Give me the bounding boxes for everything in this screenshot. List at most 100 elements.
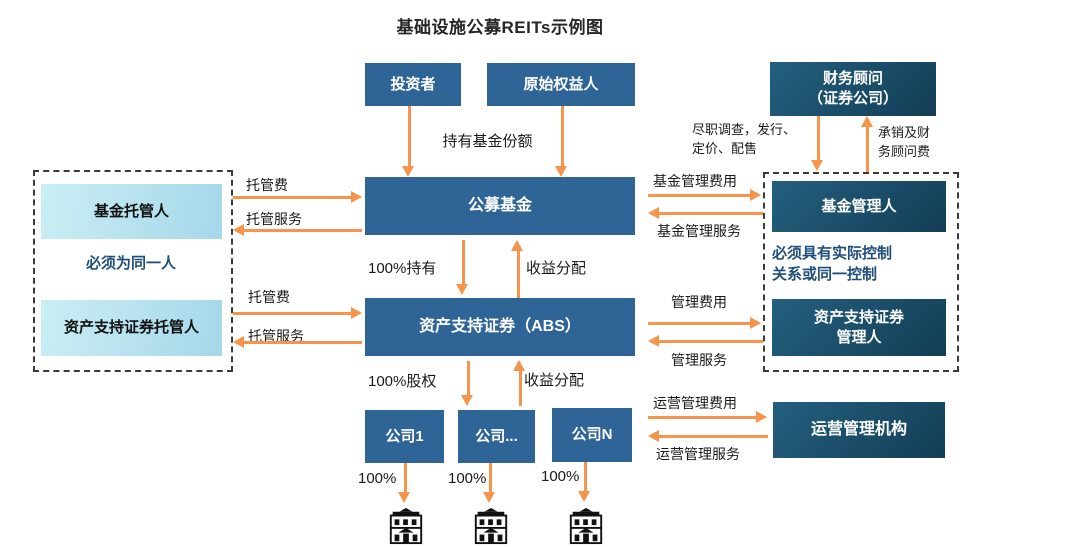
node-company-n: 公司N: [552, 408, 632, 462]
label-income-distribution-upper: 收益分配: [526, 260, 587, 277]
arrow-line-custody-fee-upper: [233, 196, 353, 199]
arrowhead-fund-mgmt-fee: [750, 189, 761, 201]
arrow-line-investor-to-fund: [408, 106, 411, 168]
node-financial-advisor-line2: （证券公司）: [807, 90, 898, 107]
label-hold-100pct: 100%持有: [368, 260, 437, 277]
building-icon: [569, 507, 603, 545]
arrowhead-fund-mgmt-service: [648, 207, 659, 219]
node-original-holder-label: 原始权益人: [523, 75, 599, 93]
arrow-line-ops-mgmt-service: [659, 435, 768, 438]
arrow-line-fund-holds-abs: [462, 240, 465, 286]
node-company-ellipsis-label: 公司...: [475, 427, 518, 445]
arrowhead-ops-mgmt-service: [648, 430, 659, 442]
label-hold-fund-shares: 持有基金份额: [442, 133, 533, 150]
arrow-line-mgmt-service: [659, 340, 763, 343]
arrowhead-custody-fee-lower: [351, 307, 362, 319]
arrow-line-ops-mgmt-fee: [648, 416, 758, 419]
node-abs-manager-line2: 管理人: [836, 328, 882, 346]
arrow-line-fund-mgmt-fee: [648, 194, 752, 197]
node-operator-label: 运营管理机构: [810, 421, 907, 438]
arrowhead-original-to-fund: [555, 166, 567, 177]
label-mgmt-fee: 管理费用: [671, 294, 727, 310]
node-fund-manager-label: 基金管理人: [821, 197, 897, 215]
arrow-line-company-income-up: [519, 370, 522, 406]
arrow-line-company2-asset: [489, 463, 492, 493]
arrow-line-custody-service-lower: [244, 341, 362, 344]
node-abs-custodian-label: 资产支持证券托管人: [63, 319, 199, 336]
label-due-diligence-line2: 定价、配售: [692, 141, 758, 156]
arrow-line-custody-fee-lower: [233, 312, 353, 315]
node-public-fund: 公募基金: [365, 177, 635, 235]
label-custody-service-upper: 托管服务: [246, 211, 302, 227]
note-same-person: 必须为同一人: [85, 255, 176, 272]
arrow-line-abs-income-up: [517, 250, 520, 298]
node-abs-label: 资产支持证券（ABS）: [419, 318, 581, 335]
arrow-line-custody-service-upper: [244, 229, 362, 232]
note-control-line2: 关系或同一控制: [772, 266, 878, 283]
label-income-distribution-lower: 收益分配: [524, 372, 585, 389]
arrowhead-custody-service-lower: [233, 336, 244, 348]
note-control-relationship: 必须具有实际控制 关系或同一控制: [772, 243, 892, 285]
node-abs-manager-line1: 资产支持证券: [813, 308, 904, 326]
label-ops-mgmt-fee: 运营管理费用: [653, 395, 737, 411]
label-fund-mgmt-fee: 基金管理费用: [653, 173, 737, 189]
label-custody-fee-upper: 托管费: [246, 177, 288, 193]
arrowhead-company-income-up: [513, 360, 525, 371]
node-fund-manager: 基金管理人: [772, 181, 946, 232]
arrowhead-fund-holds-abs: [456, 284, 468, 295]
arrow-line-advisor-up: [866, 126, 869, 172]
node-company-ellipsis: 公司...: [458, 410, 535, 463]
label-underwriting-fee: 承销及财 务顾问费: [878, 123, 930, 161]
arrow-line-original-to-fund: [561, 106, 564, 168]
diagram-title: 基础设施公募REITs示例图: [396, 18, 604, 37]
label-equity-100pct: 100%股权: [368, 373, 437, 390]
label-underwriting-fee-line2: 务顾问费: [878, 144, 931, 159]
arrow-line-advisor-down: [817, 116, 820, 162]
label-custody-fee-lower: 托管费: [248, 289, 290, 305]
arrowhead-advisor-down: [811, 160, 823, 171]
node-abs-manager: 资产支持证券 管理人: [772, 299, 946, 356]
label-fund-mgmt-service: 基金管理服务: [657, 223, 741, 239]
node-abs: 资产支持证券（ABS）: [365, 298, 635, 356]
label-due-diligence-line1: 尽职调查，发行、: [692, 122, 797, 137]
arrowhead-abs-income-up: [511, 240, 523, 251]
node-investor-label: 投资者: [390, 75, 436, 93]
arrowhead-custody-fee-upper: [351, 191, 362, 203]
label-mgmt-service: 管理服务: [671, 352, 727, 368]
arrowhead-advisor-up: [861, 116, 873, 127]
arrow-line-mgmt-fee: [648, 322, 752, 325]
label-underwriting-fee-line1: 承销及财: [878, 125, 931, 140]
node-company-n-label: 公司N: [571, 426, 613, 443]
node-financial-advisor-line1: 财务顾问: [822, 70, 883, 87]
note-control-line1: 必须具有实际控制: [772, 245, 893, 262]
node-original-holder: 原始权益人: [487, 63, 635, 106]
node-fund-custodian: 基金托管人: [41, 184, 222, 239]
node-financial-advisor: 财务顾问 （证券公司）: [770, 62, 936, 116]
arrowhead-investor-to-fund: [402, 166, 414, 177]
arrowhead-custody-service-upper: [233, 224, 244, 236]
label-due-diligence: 尽职调查，发行、 定价、配售: [692, 120, 796, 158]
node-company-1-label: 公司1: [385, 427, 424, 445]
label-custody-service-lower: 托管服务: [248, 328, 304, 344]
label-100pct-3: 100%: [541, 468, 580, 485]
custodian-dashed-group: [33, 170, 233, 372]
arrowhead-company1-asset: [398, 492, 410, 503]
node-fund-custodian-label: 基金托管人: [93, 202, 169, 220]
node-abs-custodian: 资产支持证券托管人: [41, 300, 222, 356]
building-icon: [389, 507, 423, 545]
arrow-line-company1-asset: [404, 463, 407, 493]
arrowhead-mgmt-fee: [750, 317, 761, 329]
arrow-line-fund-mgmt-service: [659, 212, 763, 215]
label-100pct-2: 100%: [448, 470, 487, 487]
arrow-line-abs-equity-down: [467, 361, 470, 397]
label-ops-mgmt-service: 运营管理服务: [656, 446, 740, 462]
arrowhead-abs-equity-down: [461, 395, 473, 406]
node-operator: 运营管理机构: [773, 402, 945, 458]
node-company-1: 公司1: [365, 410, 444, 463]
manager-dashed-group: [763, 172, 959, 372]
arrowhead-company2-asset: [483, 492, 495, 503]
arrowhead-mgmt-service: [648, 335, 659, 347]
node-investor: 投资者: [365, 63, 461, 106]
arrowhead-company3-asset: [578, 491, 590, 502]
